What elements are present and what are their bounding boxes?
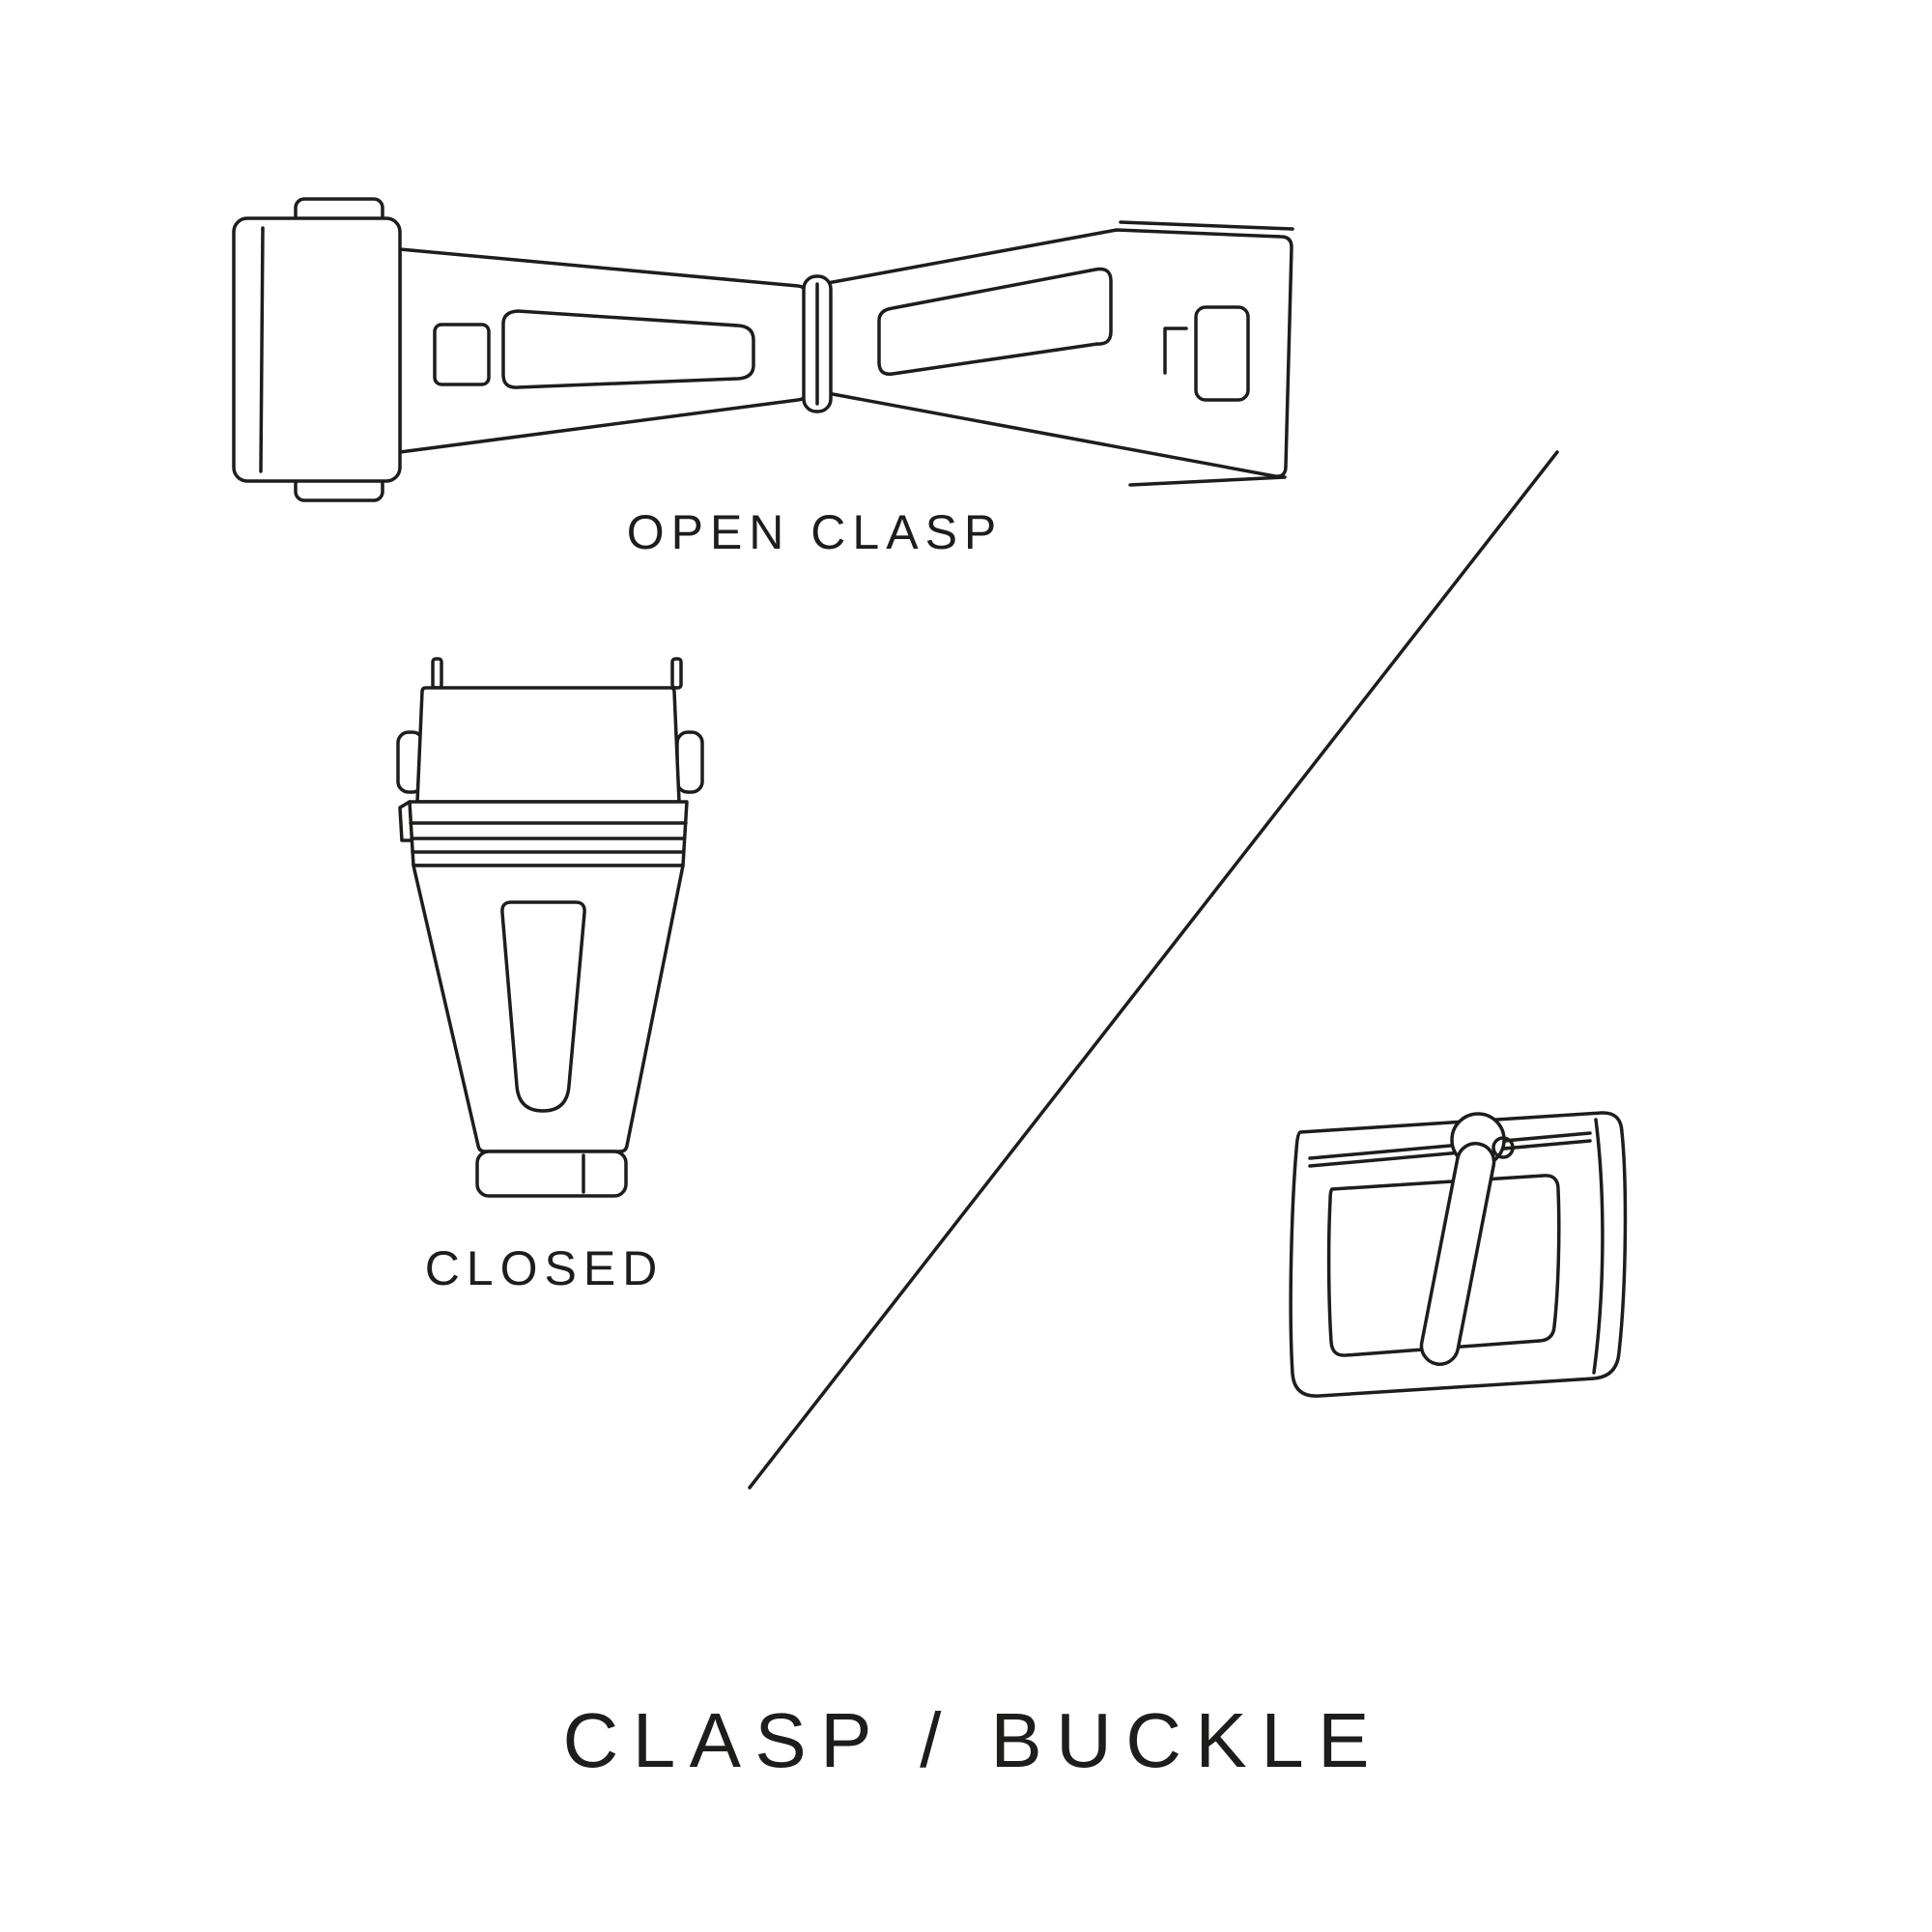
open-clasp-left-window [501, 309, 755, 389]
closed-clasp-prong-right [670, 657, 683, 690]
closed-clasp-foot [475, 1150, 628, 1198]
closed-clasp-left-step [398, 800, 415, 842]
open-clasp-end-block [232, 216, 402, 483]
open-clasp-right-top-edge-line [1119, 220, 1294, 231]
closed-clasp-body [412, 864, 685, 1153]
closed-clasp-label: CLOSED [424, 1241, 665, 1295]
closed-clasp-illustration [396, 657, 704, 1198]
closed-clasp-top-cover [415, 686, 681, 804]
open-clasp-latch-notch [433, 323, 491, 386]
open-clasp-label: OPEN CLASP [626, 505, 1004, 559]
buckle-right-bar-edge [1592, 1118, 1605, 1375]
closed-clasp-ear-right [675, 730, 704, 794]
tang-buckle-illustration [1289, 1111, 1628, 1398]
diagram-title: CLASP / BUCKLE [562, 1697, 1383, 1783]
buckle-pin-top-line [1308, 1131, 1592, 1160]
buckle-pin-ring [1492, 1136, 1515, 1159]
open-clasp-right-bottom-edge-line [1128, 475, 1287, 487]
open-clasp-right-slot [1194, 305, 1250, 402]
open-clasp-right-blade [823, 228, 1293, 478]
open-clasp-right-hook [1163, 327, 1188, 375]
open-clasp-illustration [232, 197, 1294, 502]
open-clasp-end-block-fold-line [259, 226, 265, 473]
divider-line [748, 450, 1559, 1490]
buckle-pin-bottom-line [1308, 1139, 1592, 1168]
buckle-prong [1419, 1142, 1496, 1366]
open-clasp-right-window [877, 267, 1113, 376]
open-clasp-left-blade [398, 247, 810, 454]
closed-clasp-hinge-band [408, 800, 689, 867]
closed-clasp-prong-left [431, 657, 443, 690]
closed-clasp-slot [500, 900, 586, 1113]
